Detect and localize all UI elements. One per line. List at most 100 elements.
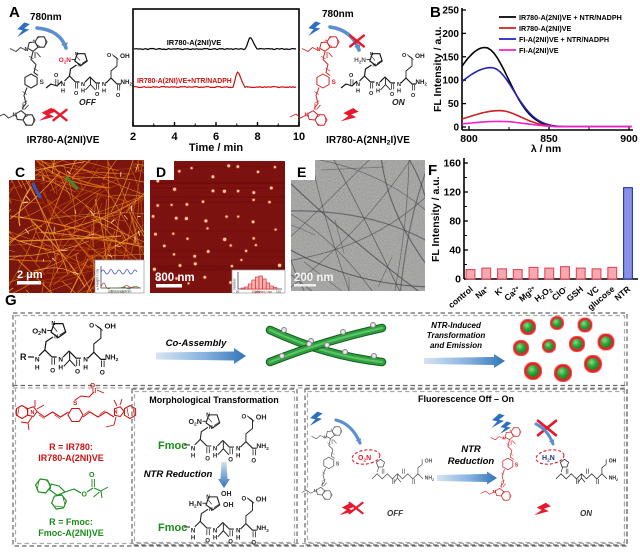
svg-text:2 μm: 2 μm (17, 269, 43, 281)
svg-text:OH: OH (609, 459, 617, 465)
svg-text:OFF: OFF (79, 97, 97, 107)
svg-text:O: O (205, 538, 210, 544)
svg-text:N: N (114, 410, 118, 416)
svg-text:H: H (191, 454, 195, 460)
svg-text:OH: OH (221, 491, 232, 498)
svg-text:OH: OH (256, 496, 267, 504)
svg-text:FI-A(2NI)VE + NTR/NADPH: FI-A(2NI)VE + NTR/NADPH (519, 35, 609, 44)
svg-text:N: N (236, 446, 240, 452)
svg-text:O: O (74, 91, 79, 97)
svg-text:N: N (323, 434, 326, 439)
svg-text:N: N (58, 357, 63, 364)
svg-text:H: H (236, 454, 240, 460)
svg-text:N: N (191, 446, 195, 452)
svg-text:N: N (213, 446, 217, 452)
svg-text:80: 80 (449, 216, 461, 228)
svg-text:Fmoc: Fmoc (158, 440, 187, 452)
svg-text:0: 0 (97, 287, 99, 291)
svg-text:N: N (75, 51, 79, 56)
svg-text:N: N (61, 82, 65, 88)
svg-text:Fluorescence Off – On: Fluorescence Off – On (418, 394, 514, 404)
svg-text:250: 250 (442, 6, 459, 17)
svg-text:Co-Assembly: Co-Assembly (166, 338, 227, 349)
svg-text:0: 0 (453, 123, 459, 134)
svg-text:1000: 1000 (120, 290, 127, 294)
svg-text:N: N (83, 357, 88, 364)
svg-text:H: H (376, 89, 380, 95)
svg-text:E: E (297, 164, 306, 180)
svg-text:O: O (54, 73, 59, 79)
svg-text:H: H (58, 364, 63, 371)
svg-text:λ / nm: λ / nm (531, 143, 561, 155)
svg-text:800: 800 (460, 133, 478, 145)
svg-text:H2N: H2N (354, 57, 366, 65)
svg-text:Number: Number (233, 277, 237, 289)
svg-text:10: 10 (293, 131, 305, 143)
svg-text:Fmoc-A(2NI)VE: Fmoc-A(2NI)VE (38, 528, 104, 538)
svg-text:O: O (402, 53, 407, 59)
svg-text:N: N (31, 410, 35, 416)
svg-text:H: H (35, 364, 40, 371)
svg-text:Reduction: Reduction (448, 456, 495, 467)
svg-text:+: + (330, 427, 333, 432)
svg-text:50: 50 (448, 99, 460, 110)
svg-text:N: N (236, 528, 240, 534)
svg-text:S: S (40, 79, 45, 86)
svg-text:O2N: O2N (358, 455, 371, 464)
svg-text:50: 50 (236, 290, 240, 294)
svg-text:O: O (50, 367, 55, 374)
svg-text:N: N (397, 82, 401, 88)
svg-text:IR780-A(2NI)VE: IR780-A(2NI)VE (167, 38, 222, 47)
svg-text:N: N (356, 82, 360, 88)
svg-text:O: O (242, 497, 247, 503)
svg-text:IR780-A(2NI)VE+NTR/NADPH: IR780-A(2NI)VE+NTR/NADPH (137, 78, 232, 85)
svg-text:O: O (205, 456, 210, 462)
svg-text:NH2: NH2 (256, 443, 269, 451)
svg-text:O: O (75, 369, 80, 376)
svg-text:H: H (356, 89, 360, 95)
svg-text:and Emission: and Emission (430, 341, 482, 350)
svg-text:O: O (369, 91, 374, 97)
svg-text:200 nm: 200 nm (294, 272, 334, 284)
svg-text:N: N (305, 113, 309, 119)
svg-text:O: O (228, 457, 233, 463)
svg-text:O: O (411, 93, 416, 99)
svg-text:H2N: H2N (189, 500, 202, 510)
svg-text:O: O (89, 323, 94, 330)
svg-text:2: 2 (130, 131, 136, 143)
svg-text:O: O (251, 459, 256, 465)
svg-text:S: S (515, 462, 519, 468)
svg-text:O: O (100, 370, 105, 377)
svg-text:900: 900 (620, 133, 638, 145)
svg-text:Distance / nm: Distance / nm (111, 290, 132, 294)
svg-text:+: + (33, 38, 36, 44)
svg-text:H: H (81, 89, 85, 95)
svg-text:Fmoc: Fmoc (158, 522, 187, 534)
svg-text:100: 100 (255, 290, 260, 294)
svg-text:NH2: NH2 (425, 476, 434, 482)
svg-text:IR780-A(2NH2I)VE: IR780-A(2NH2I)VE (326, 135, 410, 147)
svg-text:S: S (332, 79, 337, 86)
svg-text:O2N: O2N (59, 57, 72, 65)
svg-text:S: S (336, 461, 340, 467)
svg-text:780nm: 780nm (30, 12, 62, 23)
svg-text:R = IR780:: R = IR780: (49, 442, 93, 452)
svg-text:IR780-A(2NI)VE + NTR/NADPH: IR780-A(2NI)VE + NTR/NADPH (519, 13, 622, 22)
svg-text:FL Intensity / a.u.: FL Intensity / a.u. (430, 176, 442, 262)
svg-text:O: O (228, 539, 233, 545)
svg-text:H: H (61, 89, 65, 95)
svg-text:N: N (376, 82, 380, 88)
svg-text:G: G (5, 292, 17, 309)
svg-text:O: O (251, 541, 256, 547)
svg-text:120: 120 (443, 187, 461, 199)
svg-text:H: H (191, 536, 195, 542)
svg-text:Time / min: Time / min (189, 142, 243, 154)
svg-text:O: O (390, 92, 395, 98)
svg-text:H2N: H2N (542, 455, 555, 464)
svg-text:8: 8 (254, 131, 260, 143)
svg-text:O: O (116, 93, 121, 99)
svg-text:N: N (209, 425, 213, 431)
svg-text:NTR-Induced: NTR-Induced (431, 321, 482, 330)
svg-text:N: N (317, 47, 321, 53)
svg-text:R = Fmoc:: R = Fmoc: (49, 517, 93, 527)
